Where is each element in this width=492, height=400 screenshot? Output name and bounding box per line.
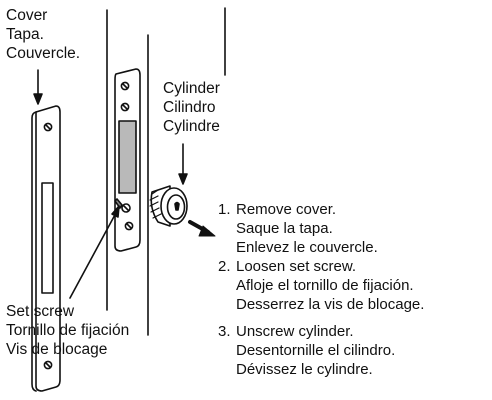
cylinder-label-es: Cilindro (163, 99, 216, 116)
instruction-steps: 1. Remove cover. Saque la tapa. Enlevez … (218, 200, 424, 379)
step-line-es: Saque la tapa. (236, 220, 333, 237)
set-screw-label-fr: Vis de blocage (6, 341, 108, 358)
cover-label-en: Cover (6, 7, 48, 24)
cover-label: Cover Tapa. Couvercle. (6, 6, 80, 63)
set-screw-label: Set screw Tornillo de fijación Vis de bl… (6, 302, 129, 359)
step-number: 1. (218, 201, 231, 218)
lock-face-plate (114, 68, 141, 252)
cover-plate (31, 105, 61, 392)
set-screw-label-es: Tornillo de fijación (6, 322, 130, 339)
step-line-es: Desentornille el cilindro. (236, 342, 396, 359)
cover-label-es: Tapa. (6, 26, 44, 43)
cylinder-label-en: Cylinder (163, 80, 220, 97)
step-line-en: Unscrew cylinder. (236, 323, 354, 340)
step-line-fr: Desserrez la vis de blocage. (236, 296, 425, 313)
step-line-fr: Dévissez le cylindre. (236, 361, 373, 378)
step-line-en: Loosen set screw. (236, 258, 357, 275)
step-line-fr: Enlevez le couvercle. (236, 239, 378, 256)
set-screw-label-en: Set screw (6, 303, 75, 320)
set-screw-pointer (69, 210, 118, 299)
step-number: 3. (218, 323, 231, 340)
cover-label-fr: Couvercle. (6, 45, 81, 62)
step-2: 2. Loosen set screw. Afloje el tornillo … (218, 257, 424, 314)
lock-cylinder (149, 185, 188, 227)
step-3: 3. Unscrew cylinder. Desentornille el ci… (218, 322, 424, 379)
step-1: 1. Remove cover. Saque la tapa. Enlevez … (218, 200, 424, 257)
step-number: 2. (218, 258, 231, 275)
cylinder-label-fr: Cylindre (163, 118, 220, 135)
step-line-es: Afloje el tornillo de fijación. (236, 277, 414, 294)
cylinder-label: Cylinder Cilindro Cylindre (163, 79, 220, 136)
step-line-en: Remove cover. (236, 201, 337, 218)
